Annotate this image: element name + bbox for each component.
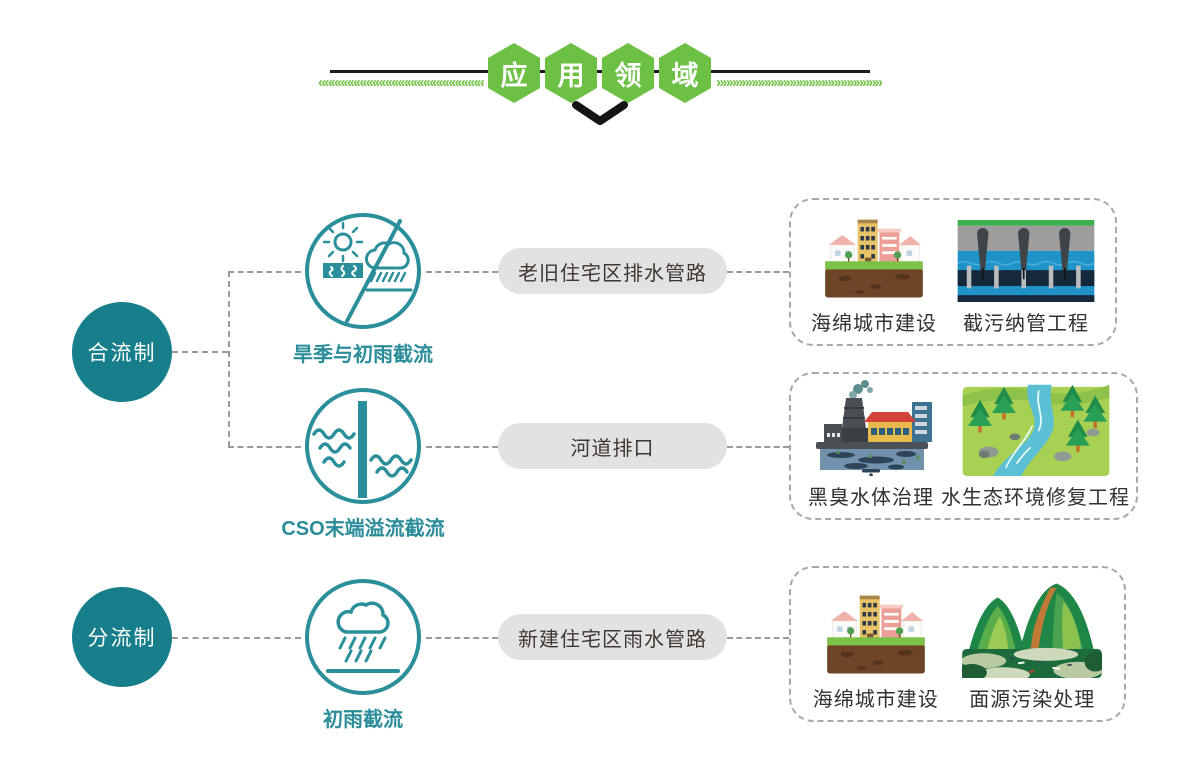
title-divider-line [330,70,870,73]
system-node-combined: 合流制 [72,302,172,402]
connector-line [228,271,230,447]
app-caption: 截污纳管工程 [963,313,1089,335]
left-chevron-band: «««««««««««««««««««««««««««««««« [318,74,484,91]
sun-dry-rain-icon [305,213,421,329]
connector-line [228,271,301,273]
app-item: 海绵城市建设 [813,583,939,712]
application-group: 海绵城市建设 [789,198,1117,346]
app-caption: 黑臭水体治理 [808,487,934,509]
app-item: 海绵城市建设 [811,207,937,336]
application-group: 海绵城市建设 [789,566,1126,722]
connector-line [727,446,789,448]
system-node-separate: 分流制 [72,587,172,687]
factory-water-illustration [816,380,932,476]
overflow-weir-icon [305,388,421,504]
app-caption: 海绵城市建设 [812,689,939,711]
title-hexagon: 域 [659,43,711,103]
target-pipe-box: 老旧住宅区排水管路 [498,248,727,294]
title-char: 领 [614,60,642,91]
app-item: 黑臭水体治理 [801,376,941,510]
title-char: 域 [671,60,699,91]
app-caption: 海绵城市建设 [811,313,937,335]
app-item: 面源污染处理 [962,576,1103,712]
connector-line [426,446,498,448]
connector-line [727,271,789,273]
rain-cloud-icon [305,579,421,695]
icon-label: 旱季与初雨截流 [293,344,433,366]
app-item: 水生态环境修复工程 [941,376,1130,510]
connector-line [426,271,498,273]
app-caption: 面源污染处理 [969,689,1096,711]
application-group: 黑臭水体治理 [789,372,1138,520]
connector-line [228,446,301,448]
title-char: 用 [557,60,585,91]
target-pipe-box: 新建住宅区雨水管路 [498,614,727,660]
connector-line [426,637,498,639]
title-hexagon: 用 [545,43,597,103]
hills-wetland-illustration [962,583,1103,678]
sponge-city-illustration [825,219,923,298]
icon-label: CSO末端溢流截流 [281,518,445,540]
chevron-down-icon [572,101,628,125]
sponge-city-illustration [826,595,925,674]
connector-line [727,637,789,639]
title-hexagon: 领 [602,43,654,103]
app-caption: 水生态环境修复工程 [941,487,1130,509]
icon-label: 初雨截流 [323,709,403,731]
connector-line [172,351,228,353]
eco-river-illustration [962,384,1109,476]
interception-pipes-illustration [957,220,1095,302]
app-item: 截污纳管工程 [957,220,1095,336]
page-title: 应 用 领 域 [488,43,711,103]
title-char: 应 [500,60,528,91]
target-pipe-box: 河道排口 [498,423,727,469]
title-hexagon: 应 [488,43,540,103]
right-chevron-band: »»»»»»»»»»»»»»»»»»»»»»»»»»»»»»»» [716,74,882,91]
connector-line [172,637,301,639]
